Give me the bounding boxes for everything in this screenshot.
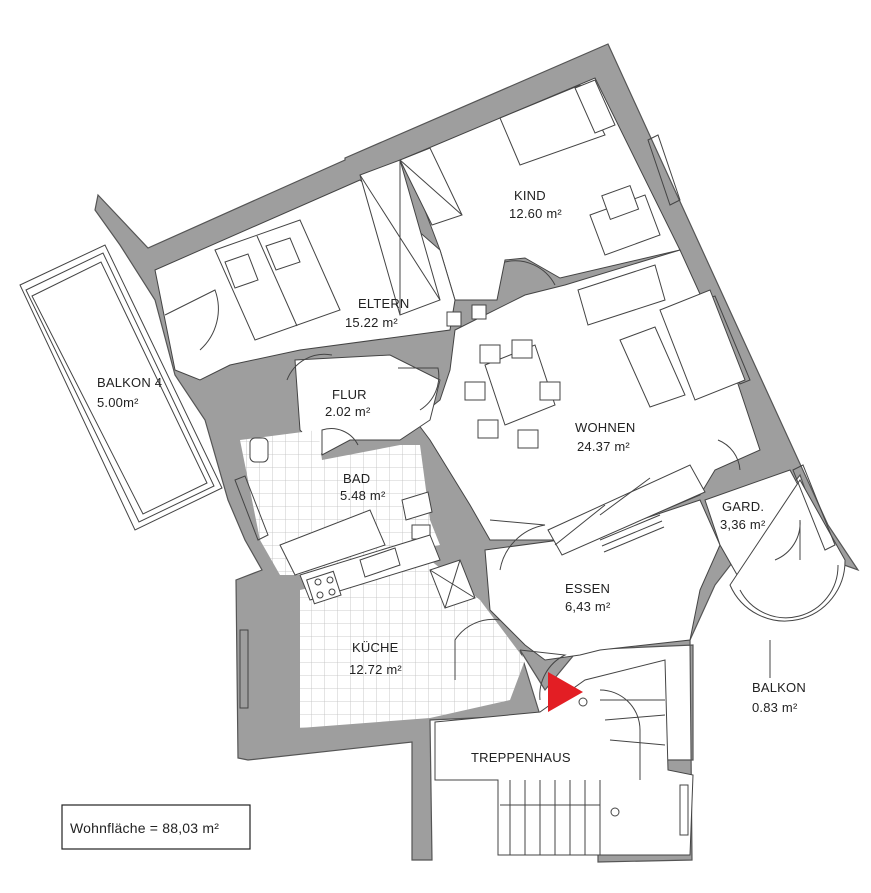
kitchen-sink <box>359 547 401 578</box>
label-balkon4-name: BALKON 4 <box>97 375 162 390</box>
living-area-text: Wohnfläche = 88,03 m² <box>70 820 219 836</box>
label-flur-name: FLUR <box>332 387 367 402</box>
sofa <box>577 264 666 326</box>
label-eltern-name: ELTERN <box>358 296 410 311</box>
label-gard-name: GARD. <box>722 499 764 514</box>
room-treppenhaus <box>434 659 694 856</box>
sideboard <box>547 464 706 556</box>
doors <box>164 260 801 701</box>
balkon-4 <box>19 244 223 531</box>
coffee-table <box>619 326 686 408</box>
label-gard-area: 3,36 m² <box>720 517 766 532</box>
label-bad-name: BAD <box>343 471 370 486</box>
furniture <box>214 79 746 855</box>
label-kueche-area: 12.72 m² <box>349 662 402 677</box>
toilet <box>249 437 269 463</box>
label-bad-area: 5.48 m² <box>340 488 386 503</box>
bath-sink <box>401 491 433 521</box>
label-balkon4-area: 5.00m² <box>97 395 139 410</box>
label-treppenhaus: TREPPENHAUS <box>471 750 571 765</box>
label-balkon-name: BALKON <box>752 680 806 695</box>
staircase <box>500 689 666 855</box>
double-bed <box>214 219 341 341</box>
entrance-arrow-icon <box>548 672 583 712</box>
label-flur-area: 2.02 m² <box>325 404 371 419</box>
balkon-small <box>729 479 846 622</box>
sofa-chaise <box>659 289 746 401</box>
label-kind-name: KIND <box>514 188 546 203</box>
label-wohnen-name: WOHNEN <box>575 420 635 435</box>
label-eltern-area: 15.22 m² <box>345 315 398 330</box>
label-balkon-area: 0.83 m² <box>752 700 798 715</box>
label-kueche-name: KÜCHE <box>352 640 399 655</box>
bathtub <box>279 509 386 576</box>
living-area-summary: Wohnfläche = 88,03 m² <box>61 804 251 850</box>
label-kind-area: 12.60 m² <box>509 206 562 221</box>
label-essen-name: ESSEN <box>565 581 610 596</box>
kid-bed <box>499 84 606 166</box>
room-bad <box>240 430 440 575</box>
label-wohnen-area: 24.37 m² <box>577 439 630 454</box>
labels: KIND 12.60 m² ELTERN 15.22 m² FLUR 2.02 … <box>97 188 806 765</box>
stair-stub <box>599 514 665 553</box>
room-kueche <box>300 560 525 728</box>
label-essen-area: 6,43 m² <box>565 599 611 614</box>
